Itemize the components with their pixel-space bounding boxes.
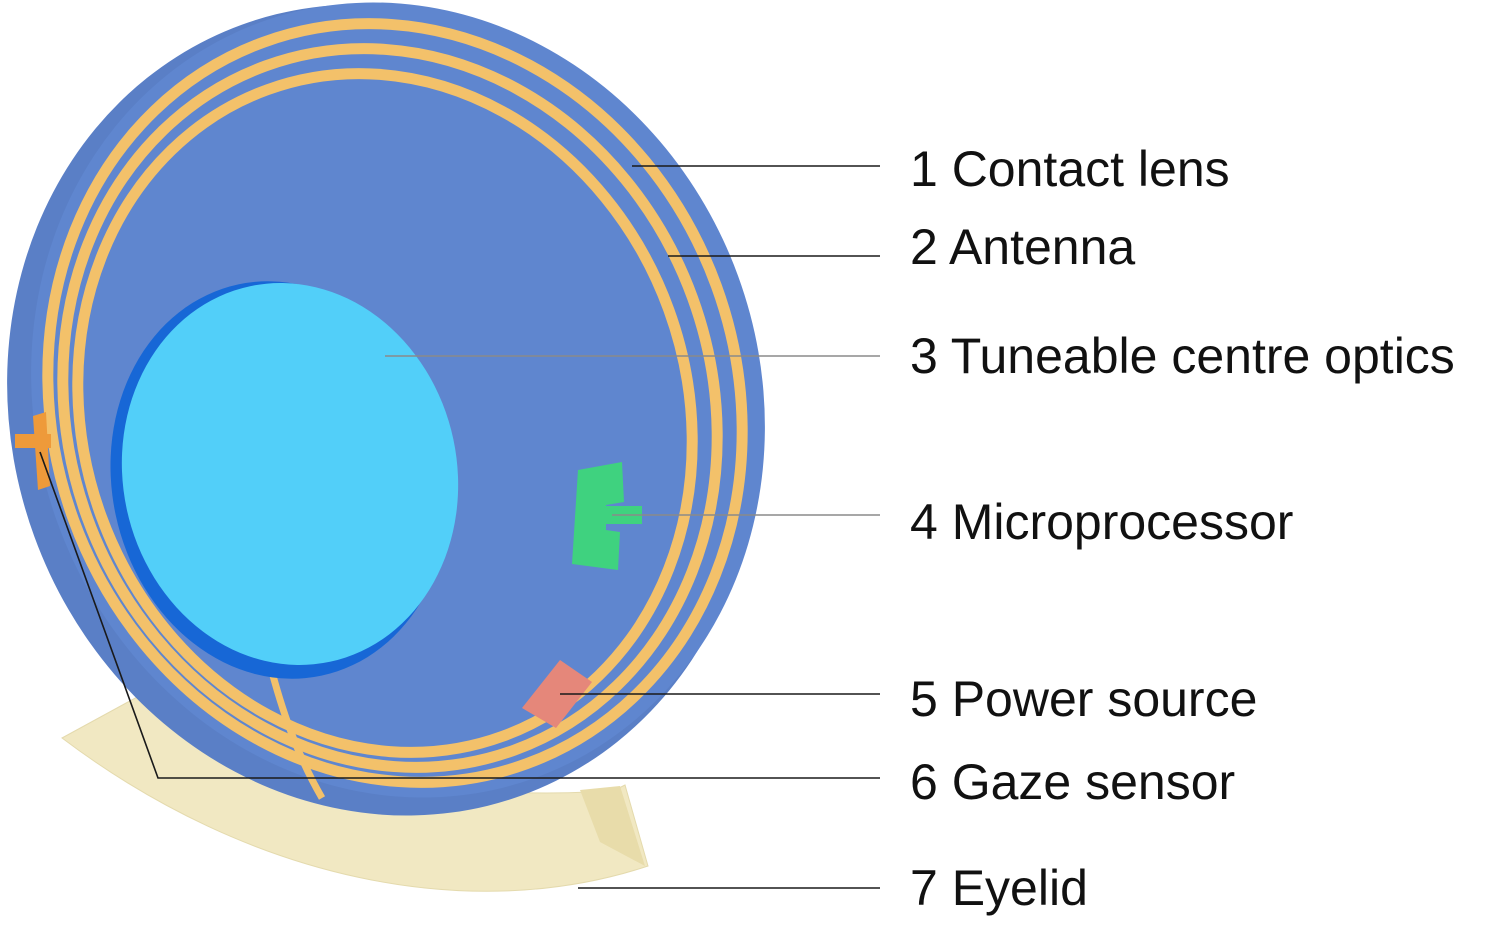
antenna <box>42 18 748 788</box>
label-antenna: 2 Antenna <box>910 219 1135 275</box>
antenna-ring-middle <box>57 43 723 773</box>
label-contact-lens: 1 Contact lens <box>910 141 1230 197</box>
label-microprocessor: 4 Microprocessor <box>910 494 1293 550</box>
gaze-sensor-tab <box>15 434 51 448</box>
optics-wire <box>268 671 326 800</box>
label-eyelid: 7 Eyelid <box>910 860 1088 916</box>
power-source <box>522 660 592 728</box>
tuneable-centre-optics <box>110 281 459 679</box>
eyelid-inner-face <box>580 786 645 866</box>
microprocessor-chip <box>572 462 624 570</box>
leader-lines <box>39 165 880 889</box>
optics-lens <box>121 283 459 665</box>
label-tuneable-centre-optics: 3 Tuneable centre optics <box>910 328 1455 384</box>
antenna-ring-outer <box>42 18 748 788</box>
gaze-sensor <box>15 412 51 490</box>
gaze-sensor-body <box>33 412 50 490</box>
label-power-source: 5 Power source <box>910 671 1257 727</box>
antenna-ring-inner <box>72 68 698 758</box>
leader-gaze-sensor <box>39 451 880 779</box>
labels: 1 Contact lens 2 Antenna 3 Tuneable cent… <box>910 141 1455 916</box>
label-gaze-sensor: 6 Gaze sensor <box>910 754 1235 810</box>
